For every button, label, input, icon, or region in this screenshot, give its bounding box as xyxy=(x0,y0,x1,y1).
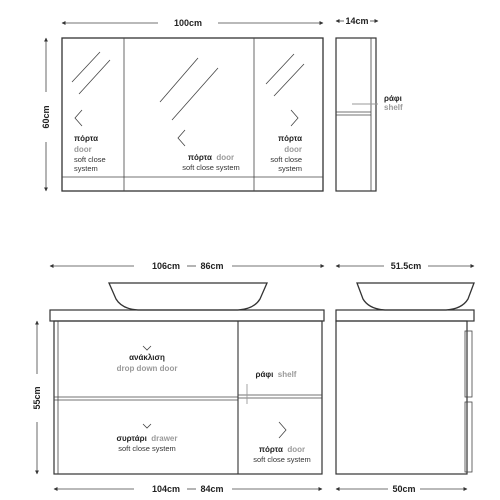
side-shelf-label: ράφι xyxy=(384,94,402,103)
left-door-sub1: soft close xyxy=(74,155,106,164)
countertop xyxy=(49,309,325,322)
side-top-depth-label: 51.5cm xyxy=(391,261,422,271)
vanity-side-bottom-dimension: 50cm xyxy=(335,484,468,494)
chevron-down-icon xyxy=(142,345,152,351)
right-door-label: πόρτα xyxy=(278,134,302,143)
mirror-width-label: 100cm xyxy=(174,18,202,28)
mirror-height-label: 60cm xyxy=(41,105,51,128)
mirror-reflection-center xyxy=(159,57,219,121)
side-shelf-label-en: shelf xyxy=(384,103,403,112)
chevron-left-icon xyxy=(74,109,83,127)
vanity-bottom-dimension: 104cm 84cm xyxy=(53,484,323,494)
side-door-sub: soft close system xyxy=(253,455,311,464)
right-door-sub1: soft close xyxy=(270,155,302,164)
side-bottom-depth-label: 50cm xyxy=(392,484,415,494)
mirror-cabinet-front: πόρτα door soft close system πόρτα door … xyxy=(61,37,324,192)
side-door-label: πόρτα door xyxy=(259,439,305,456)
mirror-cabinet-outline xyxy=(61,37,324,192)
side-front-panel-top xyxy=(464,330,473,398)
mirror-depth-label: 14cm xyxy=(345,16,368,26)
chevron-down-icon xyxy=(142,423,152,429)
vanity-height-label: 55cm xyxy=(32,386,42,409)
chevron-right-icon xyxy=(278,421,287,439)
vanity-bottom-width-b: 84cm xyxy=(200,484,223,494)
left-door-sub2: system xyxy=(74,164,98,173)
mirror-height-dimension: 60cm xyxy=(41,37,51,192)
vanity-side xyxy=(335,282,475,475)
left-door-label: πόρτα xyxy=(74,134,98,143)
mirror-depth-dimension: 14cm xyxy=(335,16,379,26)
vanity-top-width-a: 106cm xyxy=(152,261,180,271)
tilt-drawer-label-en: drop down door xyxy=(117,364,178,373)
mirror-reflection-left xyxy=(71,51,111,95)
center-door-sub: soft close system xyxy=(182,163,240,172)
mirror-side-outline xyxy=(335,37,377,192)
vanity-bottom-width-a: 104cm xyxy=(152,484,180,494)
vanity-height-dimension: 55cm xyxy=(32,320,42,475)
tilt-drawer-label: ανάκλιση xyxy=(129,353,165,362)
left-door-label-en: door xyxy=(74,145,92,154)
basin xyxy=(108,282,268,311)
vanity-side-top-dimension: 51.5cm xyxy=(335,261,475,271)
chevron-right-icon xyxy=(290,109,299,127)
drawer-label: συρτάρι drawer xyxy=(117,428,178,445)
side-front-panel-bottom xyxy=(464,401,473,473)
side-body xyxy=(335,320,468,475)
vanity-front: ανάκλιση drop down door συρτάρι drawer s… xyxy=(49,282,325,475)
vanity-top-width-b: 86cm xyxy=(200,261,223,271)
side-basin xyxy=(356,282,475,311)
right-door-label-en: door xyxy=(284,145,302,154)
chevron-left-icon xyxy=(177,129,186,147)
mirror-reflection-right xyxy=(265,53,305,97)
mirror-width-dimension: 100cm xyxy=(61,18,324,28)
drawer-sub: soft close system xyxy=(118,444,176,453)
vanity-body xyxy=(53,320,323,475)
center-door-label: πόρτα door xyxy=(188,147,234,164)
side-countertop xyxy=(335,309,475,322)
mirror-cabinet-side: ράφι shelf xyxy=(335,37,403,192)
right-door-sub2: system xyxy=(278,164,302,173)
vanity-top-dimension: 106cm 86cm xyxy=(49,261,325,271)
shelf-label: ράφι shelf xyxy=(256,364,297,381)
